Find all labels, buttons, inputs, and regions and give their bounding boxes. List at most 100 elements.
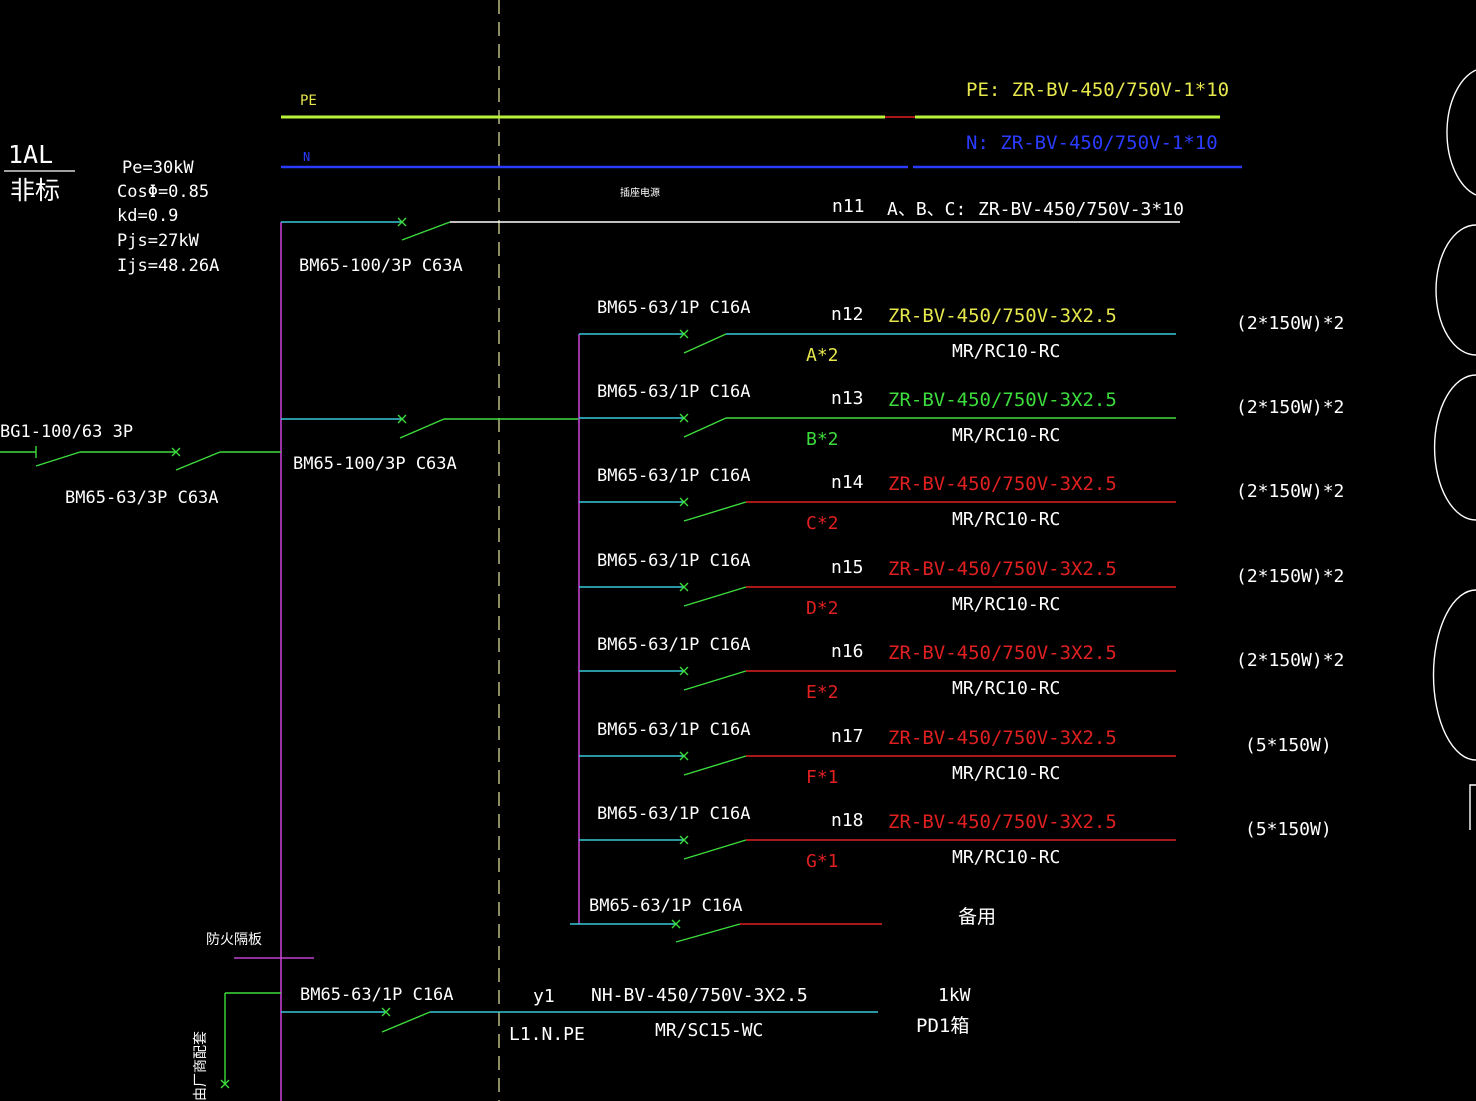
- n-spec: N: ZR-BV-450/750V-1*10: [966, 132, 1218, 154]
- spare-breaker-label: BM65-63/1P C16A: [589, 896, 743, 916]
- fire-barrier-label: 防火隔板: [206, 932, 262, 948]
- circuit-breaker-x: [679, 666, 689, 676]
- circuit-breaker-x: [679, 582, 689, 592]
- sub-feeder-breaker-x: [397, 414, 407, 424]
- right-arc-2: [1435, 224, 1476, 356]
- circuit-load: (2*150W)*2: [1236, 313, 1344, 334]
- circuit-tag: G*1: [806, 851, 839, 872]
- text-labels: 1AL 非标 Pe=30kW CosΦ=0.85 kd=0.9 Pjs=27kW…: [0, 79, 1229, 1101]
- n11-circuit-id: n11: [832, 196, 865, 217]
- circuit-conduit: MR/RC10-RC: [952, 763, 1060, 784]
- y1-breaker-label: BM65-63/1P C16A: [300, 985, 454, 1005]
- circuit-id: n13: [831, 388, 864, 409]
- vendor-branch-x: [220, 1079, 230, 1089]
- y1-power: 1kW: [938, 985, 971, 1006]
- circuit-tag: C*2: [806, 513, 839, 534]
- circuit-tag: F*1: [806, 767, 839, 788]
- circuit-cable: ZR-BV-450/750V-3X2.5: [888, 811, 1117, 833]
- param-pjs: Pjs=27kW: [117, 231, 200, 251]
- sub-feeder-breaker-blade: [399, 418, 445, 439]
- circuit-breaker-label: BM65-63/1P C16A: [597, 804, 751, 824]
- param-pe: Pe=30kW: [122, 158, 194, 178]
- circuit-breaker-blade: [683, 417, 727, 438]
- circuit-breaker-x: [679, 413, 689, 423]
- circuit-cable: ZR-BV-450/750V-3X2.5: [888, 727, 1117, 749]
- panel-subtitle: 非标: [10, 176, 60, 205]
- circuit-id: n16: [831, 641, 864, 662]
- circuit-breaker-blade: [683, 501, 747, 522]
- spare-breaker-x: [671, 919, 681, 929]
- circuit-id: n15: [831, 557, 864, 578]
- circuit-id: n18: [831, 810, 864, 831]
- circuit-cable: ZR-BV-450/750V-3X2.5: [888, 642, 1117, 664]
- incoming-isolator-label: BG1-100/63 3P: [0, 422, 133, 442]
- circuit-breaker-x: [679, 835, 689, 845]
- circuit-cable: ZR-BV-450/750V-3X2.5: [888, 305, 1117, 327]
- circuit-tag: A*2: [806, 345, 839, 366]
- circuit-cable: ZR-BV-450/750V-3X2.5: [888, 389, 1117, 411]
- y1-breaker-x: [381, 1007, 391, 1017]
- sub-feeder-breaker-label: BM65-100/3P C63A: [293, 454, 457, 474]
- circuit-id: n14: [831, 472, 864, 493]
- circuit-breaker-blade: [683, 586, 747, 607]
- circuit-load: (5*150W): [1245, 819, 1332, 840]
- n11-breaker-blade: [401, 221, 451, 241]
- vendor-note: 由厂商配套: [193, 1031, 209, 1101]
- circuit-tag: B*2: [806, 429, 839, 450]
- y1-target: PD1箱: [916, 1015, 969, 1037]
- pe-spec: PE: ZR-BV-450/750V-1*10: [966, 79, 1229, 101]
- right-arc-4: [1432, 589, 1476, 761]
- circuit-load: (2*150W)*2: [1236, 650, 1344, 671]
- n11-breaker-x: [397, 217, 407, 227]
- y1-conduit: MR/SC15-WC: [655, 1020, 763, 1041]
- param-kd: kd=0.9: [117, 206, 178, 226]
- incoming-breaker-label: BM65-63/3P C63A: [65, 488, 219, 508]
- spare-label: 备用: [958, 906, 996, 928]
- circuit-conduit: MR/RC10-RC: [952, 594, 1060, 615]
- circuit-load: (2*150W)*2: [1236, 481, 1344, 502]
- y1-cable: NH-BV-450/750V-3X2.5: [591, 985, 808, 1006]
- circuit-breaker-label: BM65-63/1P C16A: [597, 551, 751, 571]
- param-cos: CosΦ=0.85: [117, 182, 209, 202]
- circuit-conduit: MR/RC10-RC: [952, 341, 1060, 362]
- circuit-breaker-label: BM65-63/1P C16A: [597, 298, 751, 318]
- panel-name: 1AL: [8, 140, 53, 169]
- y1-conductors: L1.N.PE: [509, 1024, 585, 1045]
- circuit-breaker-blade: [683, 333, 727, 354]
- n11-cable: ZR-BV-450/750V-3*10: [978, 199, 1184, 220]
- incoming-breaker-blade: [175, 451, 221, 471]
- circuit-breaker-label: BM65-63/1P C16A: [597, 466, 751, 486]
- right-arc-3: [1433, 374, 1476, 521]
- circuit-id: n17: [831, 726, 864, 747]
- right-block: [1469, 784, 1476, 830]
- right-arc-1: [1446, 69, 1476, 196]
- y1-circuit-id: y1: [533, 986, 555, 1007]
- circuit-breaker-x: [679, 751, 689, 761]
- circuit-breaker-blade: [683, 755, 747, 776]
- circuit-conduit: MR/RC10-RC: [952, 509, 1060, 530]
- circuit-conduit: MR/RC10-RC: [952, 425, 1060, 446]
- spare-breaker-blade: [675, 923, 741, 943]
- circuit-id: n12: [831, 304, 864, 325]
- circuit-breaker-blade: [683, 839, 747, 860]
- n11-phases: A、B、C:: [887, 199, 966, 220]
- circuit-conduit: MR/RC10-RC: [952, 847, 1060, 868]
- circuit-breaker-x: [679, 497, 689, 507]
- n-bus-label: N: [303, 150, 310, 164]
- circuit-tag: E*2: [806, 682, 839, 703]
- circuit-breaker-blade: [683, 670, 747, 691]
- circuit-breaker-label: BM65-63/1P C16A: [597, 635, 751, 655]
- circuit-breaker-label: BM65-63/1P C16A: [597, 382, 751, 402]
- circuit-tag: D*2: [806, 598, 839, 619]
- circuit-cable: ZR-BV-450/750V-3X2.5: [888, 473, 1117, 495]
- circuit-load: (5*150W): [1245, 735, 1332, 756]
- n11-note: 插座电源: [620, 186, 660, 199]
- circuit-cable: ZR-BV-450/750V-3X2.5: [888, 558, 1117, 580]
- circuit-load: (2*150W)*2: [1236, 566, 1344, 587]
- incoming-isolator-blade: [35, 451, 81, 467]
- param-ijs: Ijs=48.26A: [117, 256, 219, 276]
- circuit-conduit: MR/RC10-RC: [952, 678, 1060, 699]
